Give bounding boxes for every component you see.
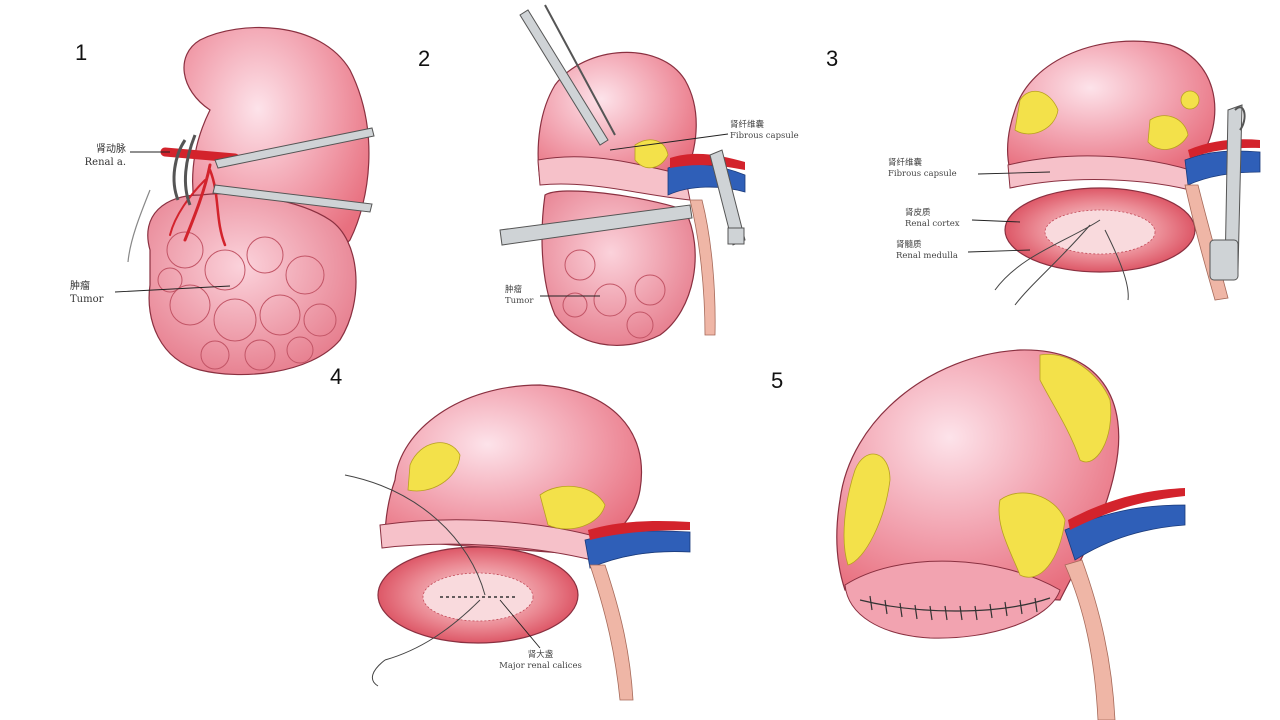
label-tumor-2-en: Tumor bbox=[505, 296, 534, 306]
label-renal-medulla: 肾髓质 Renal medulla bbox=[896, 240, 958, 262]
suture-stitches-5 bbox=[869, 595, 1038, 621]
tumor-lobules bbox=[157, 231, 337, 371]
label-renal-artery: 肾动脉 Renal a. bbox=[62, 143, 126, 169]
renal-artery-3 bbox=[1188, 139, 1260, 158]
renal-vein-2 bbox=[667, 163, 746, 196]
label-tumor-1: 肿瘤 Tumor bbox=[70, 280, 103, 306]
renal-vein-5 bbox=[1064, 504, 1186, 561]
renal-vein-3 bbox=[1184, 150, 1261, 186]
fat-3 bbox=[1014, 90, 1200, 150]
ureter-5 bbox=[1064, 559, 1116, 720]
label-renal-artery-zh: 肾动脉 bbox=[96, 144, 126, 155]
panel-number-2: 2 bbox=[418, 46, 431, 71]
label-tumor-2-zh: 肿瘤 bbox=[505, 285, 523, 295]
panel-3-illustration bbox=[967, 40, 1261, 306]
panel-4-illustration bbox=[344, 384, 691, 701]
label-fibrous-capsule-2-en: Fibrous capsule bbox=[730, 131, 799, 141]
renal-artery-1 bbox=[160, 147, 240, 247]
panel-number-4: 4 bbox=[330, 364, 343, 389]
sutured-surface-5 bbox=[844, 560, 1061, 639]
tumor-1 bbox=[147, 193, 357, 376]
panel-2-illustration bbox=[499, 4, 746, 346]
label-fibrous-capsule-2-zh: 肾纤维囊 bbox=[730, 120, 765, 130]
panel-number-5: 5 bbox=[771, 368, 784, 393]
label-renal-medulla-en: Renal medulla bbox=[896, 251, 958, 261]
panel-1-illustration bbox=[114, 26, 375, 376]
label-fibrous-capsule-3-zh: 肾纤维囊 bbox=[888, 158, 923, 168]
label-major-renal-calices: 肾大盏 Major renal calices bbox=[478, 650, 603, 672]
clamp-3 bbox=[1209, 104, 1246, 281]
fat-4 bbox=[407, 442, 606, 530]
label-major-renal-calices-zh: 肾大盏 bbox=[527, 650, 554, 660]
renal-artery-5 bbox=[1068, 488, 1185, 530]
label-fibrous-capsule-3-en: Fibrous capsule bbox=[888, 169, 957, 179]
label-tumor-1-zh: 肿瘤 bbox=[70, 281, 90, 292]
label-tumor-1-en: Tumor bbox=[70, 294, 104, 305]
panel-5-illustration bbox=[836, 349, 1186, 720]
panel-number-3: 3 bbox=[826, 46, 839, 71]
label-major-renal-calices-en: Major renal calices bbox=[499, 661, 582, 671]
fat-5 bbox=[843, 353, 1112, 578]
fat-2 bbox=[634, 139, 669, 169]
label-fibrous-capsule-2: 肾纤维囊 Fibrous capsule bbox=[730, 120, 799, 142]
label-renal-cortex-zh: 肾皮质 bbox=[905, 208, 931, 218]
label-renal-cortex-en: Renal cortex bbox=[905, 219, 960, 229]
clamp-1 bbox=[172, 127, 375, 213]
panel-number-1: 1 bbox=[75, 40, 88, 65]
ureter-2 bbox=[689, 199, 716, 336]
label-renal-cortex: 肾皮质 Renal cortex bbox=[905, 208, 960, 230]
label-renal-medulla-zh: 肾髓质 bbox=[896, 240, 922, 250]
ureter-4 bbox=[589, 564, 634, 701]
label-fibrous-capsule-3: 肾纤维囊 Fibrous capsule bbox=[888, 158, 957, 180]
suture-3 bbox=[994, 219, 1129, 306]
instruments-2 bbox=[499, 4, 746, 246]
label-tumor-2: 肿瘤 Tumor bbox=[505, 285, 533, 307]
suture-4 bbox=[344, 474, 486, 687]
label-renal-artery-en: Renal a. bbox=[84, 157, 126, 168]
renal-artery-4 bbox=[588, 520, 690, 540]
